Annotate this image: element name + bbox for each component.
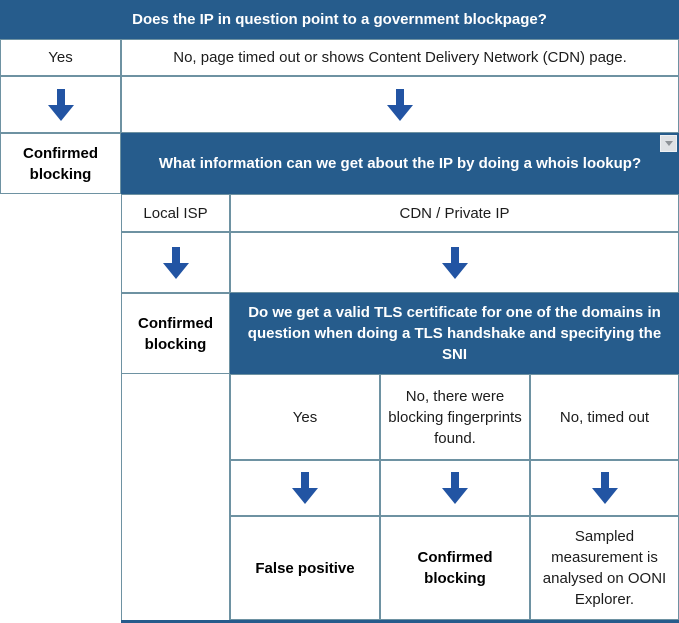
next-section-header-strip [121, 620, 679, 623]
answer-yes: Yes [0, 39, 121, 76]
outcome-false-positive: False positive [230, 516, 380, 620]
outcome-sampled-measurement: Sampled measurement is analysed on OONI … [530, 516, 679, 620]
answer-tls-yes: Yes [230, 374, 380, 460]
outcome-confirmed-blocking: Confirmed blocking [380, 516, 530, 620]
outcome-confirmed-blocking: Confirmed blocking [121, 293, 230, 374]
arrow-down-icon [380, 460, 530, 516]
answer-blocking-fingerprints: No, there were blocking fingerprints fou… [380, 374, 530, 460]
arrow-down-icon [0, 76, 121, 133]
empty-cell [0, 194, 121, 620]
arrow-down-icon [230, 460, 380, 516]
question-government-blockpage: Does the IP in question point to a gover… [0, 0, 679, 39]
dropdown-icon[interactable] [660, 135, 677, 152]
dropdown-triangle-icon [664, 141, 673, 146]
answer-timed-out: No, timed out [530, 374, 679, 460]
question-whois-lookup: What information can we get about the IP… [121, 133, 679, 194]
answer-local-isp: Local ISP [121, 194, 230, 232]
answer-no-cdn-page: No, page timed out or shows Content Deli… [121, 39, 679, 76]
arrow-down-icon [121, 76, 679, 133]
question-tls-certificate: Do we get a valid TLS certificate for on… [230, 293, 679, 374]
empty-cell [121, 374, 230, 620]
answer-cdn-private-ip: CDN / Private IP [230, 194, 679, 232]
arrow-down-icon [230, 232, 679, 293]
outcome-confirmed-blocking-text: Confirmed blocking [417, 549, 493, 587]
outcome-confirmed-blocking: Confirmed blocking [0, 133, 121, 194]
arrow-down-icon [121, 232, 230, 293]
question-whois-lookup-text: What information can we get about the IP… [158, 155, 642, 172]
arrow-down-icon [530, 460, 679, 516]
